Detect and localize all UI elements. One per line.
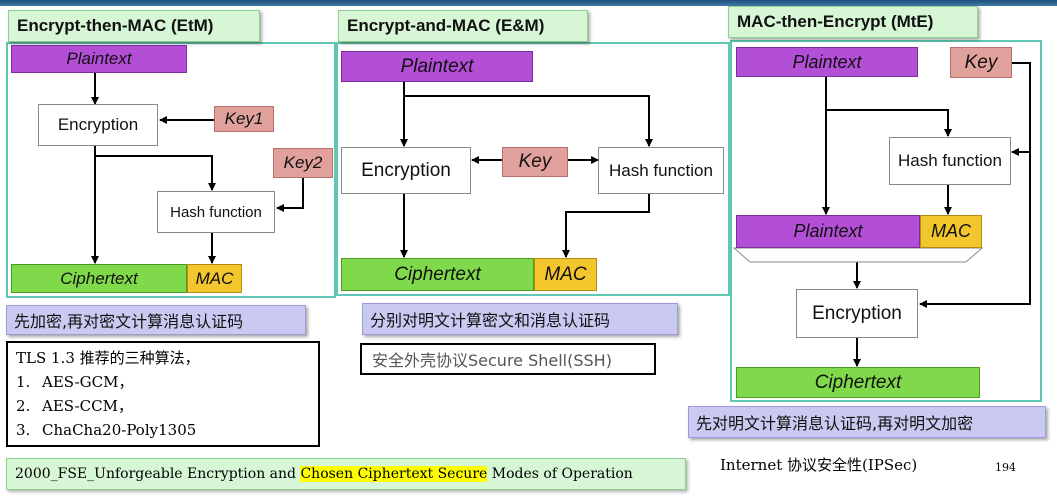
mte-ciphertext-block: Ciphertext <box>736 367 980 398</box>
etm-encryption-block: Encryption <box>38 104 158 146</box>
etm-plaintext-block: Plaintext <box>11 45 187 73</box>
ssh-box: 安全外壳协议Secure Shell(SSH) <box>360 343 656 375</box>
mte-plaintext2-block: Plaintext <box>736 215 920 248</box>
reference-highlight: Chosen Ciphertext Secure <box>300 466 488 482</box>
mte-concat-funnel <box>732 247 984 263</box>
mte-key-block: Key <box>950 47 1012 78</box>
tls-item: 2. AES-CCM， <box>16 394 318 418</box>
etm-ciphertext-block: Ciphertext <box>11 264 187 293</box>
etm-hash-function-block: Hash function <box>157 191 275 233</box>
tls-item-number: 1. <box>16 373 31 391</box>
tls-item-text: ChaCha20-Poly1305 <box>42 421 197 439</box>
mte-plaintext-block: Plaintext <box>736 47 918 77</box>
tls-item-text: AES-GCM， <box>42 373 134 391</box>
em-plaintext-block: Plaintext <box>341 51 533 82</box>
em-hash-function-block: Hash function <box>598 147 724 194</box>
etm-arrow-enc-hash <box>95 155 216 191</box>
mte-note: 先对明文计算消息认证码,再对明文加密 <box>688 406 1046 438</box>
ssh-label: 安全外壳协议Secure Shell(SSH) <box>372 351 612 370</box>
tls-item: 1. AES-GCM， <box>16 370 318 394</box>
tls-heading: TLS 1.3 推荐的三种算法， <box>16 349 200 367</box>
etm-frame <box>6 42 336 298</box>
mte-frame <box>730 40 1042 402</box>
em-ciphertext-block: Ciphertext <box>341 258 534 291</box>
top-bar <box>0 0 1057 6</box>
em-arrow-hash-mac <box>562 194 650 258</box>
em-frame <box>336 42 730 296</box>
tls-item-number: 2. <box>16 397 31 415</box>
etm-note: 先加密,再对密文计算消息认证码 <box>6 305 306 335</box>
mte-mac-block: MAC <box>920 215 982 248</box>
em-note: 分别对明文计算密文和消息认证码 <box>362 303 678 335</box>
mte-arrow-key-hash <box>1011 62 1031 156</box>
mte-encryption-block: Encryption <box>796 289 918 338</box>
em-mac-block: MAC <box>534 258 597 291</box>
page-number: 194 <box>995 461 1016 474</box>
mte-arrow-plain-hash <box>826 109 952 137</box>
etm-mac-block: MAC <box>187 264 242 293</box>
tls-box: TLS 1.3 推荐的三种算法， 1. AES-GCM， 2. AES-CCM， 3… <box>6 341 320 447</box>
ipsec-label: Internet 协议安全性(IPSec) <box>720 456 918 474</box>
em-key-block: Key <box>502 147 568 177</box>
em-title: Encrypt-and-MAC (E&M) <box>338 10 588 42</box>
mte-arrow-key-enc <box>919 152 1031 308</box>
tls-item: 3. ChaCha20-Poly1305 <box>16 418 318 442</box>
reference-text-after: Modes of Operation <box>487 466 633 482</box>
mte-title: MAC-then-Encrypt (MtE) <box>728 6 978 38</box>
tls-item-text: AES-CCM， <box>42 397 133 415</box>
etm-arrow-key2-hash <box>276 178 304 212</box>
reference-bar: 2000_FSE_Unforgeable Encryption and Chos… <box>6 458 686 490</box>
reference-text-before: 2000_FSE_Unforgeable Encryption and <box>15 466 301 482</box>
mte-hash-function-block: Hash function <box>889 137 1011 185</box>
etm-key2-block: Key2 <box>273 148 333 178</box>
em-arrow-plain-hash <box>404 95 653 147</box>
etm-key1-block: Key1 <box>214 106 274 132</box>
tls-item-number: 3. <box>16 421 31 439</box>
em-encryption-block: Encryption <box>341 147 471 194</box>
etm-title: Encrypt-then-MAC (EtM) <box>8 10 260 42</box>
